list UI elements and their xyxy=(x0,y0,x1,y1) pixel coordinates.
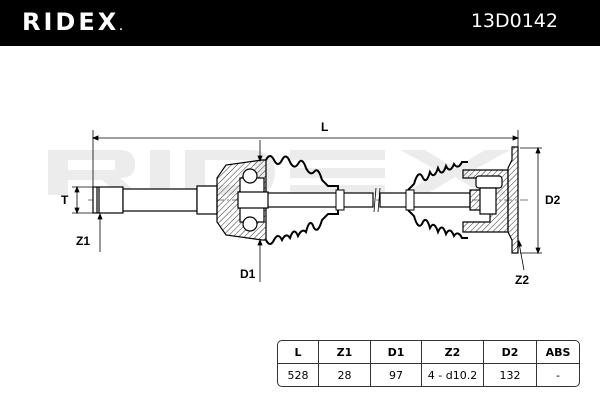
label-d2: D2 xyxy=(545,193,561,207)
header-bar: RIDEX. 13D0142 xyxy=(0,0,600,46)
part-number: 13D0142 xyxy=(470,10,558,32)
dimension-t xyxy=(72,185,93,215)
label-d1: D1 xyxy=(240,267,256,281)
spec-table: L Z1 D1 Z2 D2 ABS 528 28 97 4 - d10.2 13… xyxy=(277,340,580,387)
dimension-l xyxy=(91,130,520,188)
shaft xyxy=(92,185,471,215)
col-abs: ABS xyxy=(537,341,579,364)
dimension-d2 xyxy=(520,146,542,255)
value-z1: 28 xyxy=(319,364,371,386)
inner-boot-clamp xyxy=(405,189,415,211)
brand-name: RIDEX xyxy=(22,8,120,36)
value-d2: 132 xyxy=(484,364,537,386)
inner-boot xyxy=(407,161,468,239)
value-d1: 97 xyxy=(371,364,422,386)
brand-logo: RIDEX. xyxy=(22,8,123,36)
z2-arrow xyxy=(516,239,525,271)
outer-cv-joint xyxy=(216,159,269,241)
label-t: T xyxy=(61,193,69,207)
col-l: L xyxy=(278,341,319,364)
d1-arrows xyxy=(257,140,263,282)
label-z2: Z2 xyxy=(515,273,529,287)
col-d1: D1 xyxy=(371,341,422,364)
col-z1: Z1 xyxy=(319,341,371,364)
value-abs: - xyxy=(556,368,560,382)
outer-boot-clamp xyxy=(335,189,345,211)
inner-joint-flange xyxy=(462,146,519,254)
col-z2: Z2 xyxy=(422,341,484,364)
label-l: L xyxy=(321,120,328,134)
spec-table-row: 528 28 97 4 - d10.2 132 - xyxy=(278,364,579,386)
label-z1: Z1 xyxy=(76,234,90,248)
value-l: 528 xyxy=(278,364,319,386)
value-z2: 4 - d10.2 xyxy=(422,364,484,386)
col-d2: D2 xyxy=(484,341,537,364)
z1-arrow xyxy=(97,212,103,252)
spec-table-header: L Z1 D1 Z2 D2 ABS xyxy=(278,341,579,364)
